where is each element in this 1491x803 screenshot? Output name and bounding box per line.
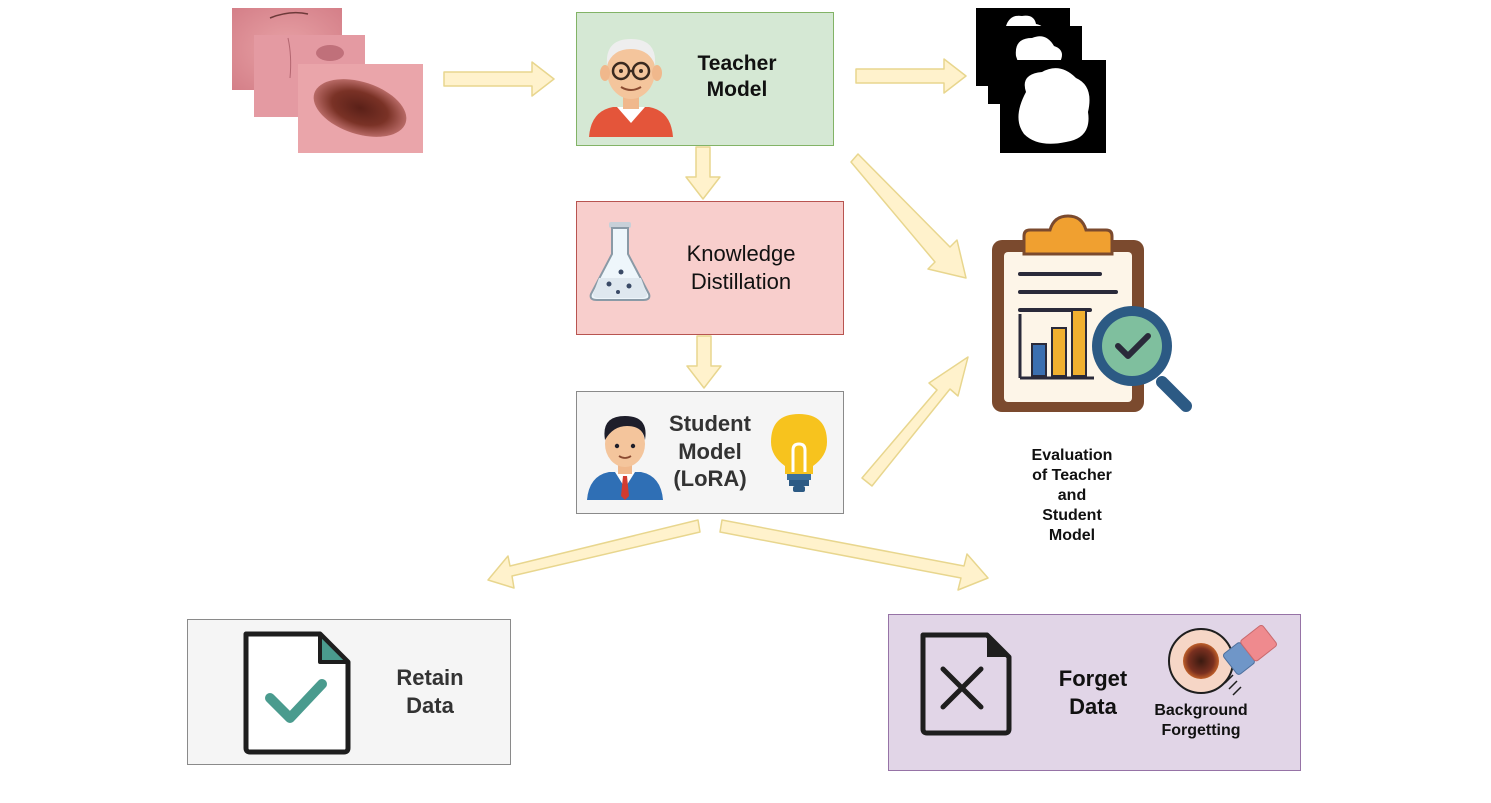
evaluation-label-line3: and — [1057, 487, 1087, 504]
kd-label-line2: Distillation — [690, 268, 792, 294]
retain-label-line2: Data — [406, 692, 454, 718]
eraser-lesion-icon — [1168, 625, 1277, 696]
segmentation-masks-icon — [976, 8, 1106, 153]
student-model-node: Student Model (LoRA) — [576, 391, 844, 514]
skin-lesion-images-icon — [232, 8, 423, 153]
arrow-kd-to-student — [686, 335, 722, 389]
background-forgetting-label: Background Forgetting — [1141, 701, 1261, 741]
evaluation-label: Evaluation of Teacher and Student Model — [1016, 446, 1128, 546]
knowledge-distillation-node: Knowledge Distillation — [576, 201, 844, 335]
evaluation-label-line5: Model — [1048, 527, 1096, 544]
output-masks — [976, 8, 1106, 154]
background-forgetting-line1: Background — [1154, 702, 1248, 719]
retain-data-label: Retain Data — [378, 664, 482, 719]
arrow-student-to-evaluation — [861, 356, 969, 487]
evaluation-label-line2: of Teacher — [1032, 467, 1112, 484]
arrow-teacher-to-kd — [685, 146, 721, 200]
teacher-label-line1: Teacher — [697, 52, 777, 75]
background-forgetting-line2: Forgetting — [1161, 722, 1241, 739]
arrow-images-to-teacher — [443, 61, 555, 97]
lightbulb-icon — [771, 414, 827, 492]
elderly-man-icon — [589, 39, 673, 137]
teacher-label-line2: Model — [706, 78, 768, 102]
forget-label-line2: Data — [1069, 693, 1117, 719]
evaluation-label-line1: Evaluation — [1031, 447, 1113, 464]
student-label-line1: Student — [669, 411, 751, 436]
arrow-student-to-forget — [719, 519, 989, 591]
kd-label-line1: Knowledge — [686, 241, 796, 266]
flask-icon — [589, 222, 651, 301]
document-x-icon — [920, 632, 1012, 736]
student-label-line3: (LoRA) — [673, 466, 747, 491]
forget-data-node: Forget Data Background Forgetting — [888, 614, 1301, 771]
teacher-model-node: Teacher Model — [576, 12, 834, 146]
retain-data-node: Retain Data — [187, 619, 511, 765]
document-check-icon — [243, 631, 351, 755]
young-man-icon — [587, 416, 663, 500]
teacher-model-label: Teacher Model — [681, 51, 793, 104]
arrow-student-to-retain — [487, 519, 701, 589]
arrow-teacher-to-evaluation — [850, 153, 967, 279]
arrow-teacher-to-masks — [855, 58, 967, 94]
retain-label-line1: Retain — [396, 665, 464, 690]
clipboard-chart-magnifier-icon — [992, 214, 1192, 412]
kd-label: Knowledge Distillation — [667, 240, 815, 295]
input-images — [230, 8, 425, 154]
student-label-line2: Model — [678, 438, 742, 464]
forget-data-label: Forget Data — [1045, 665, 1141, 720]
evaluation-label-line4: Student — [1042, 507, 1102, 524]
forget-label-line1: Forget — [1058, 666, 1128, 691]
student-model-label: Student Model (LoRA) — [657, 410, 763, 493]
